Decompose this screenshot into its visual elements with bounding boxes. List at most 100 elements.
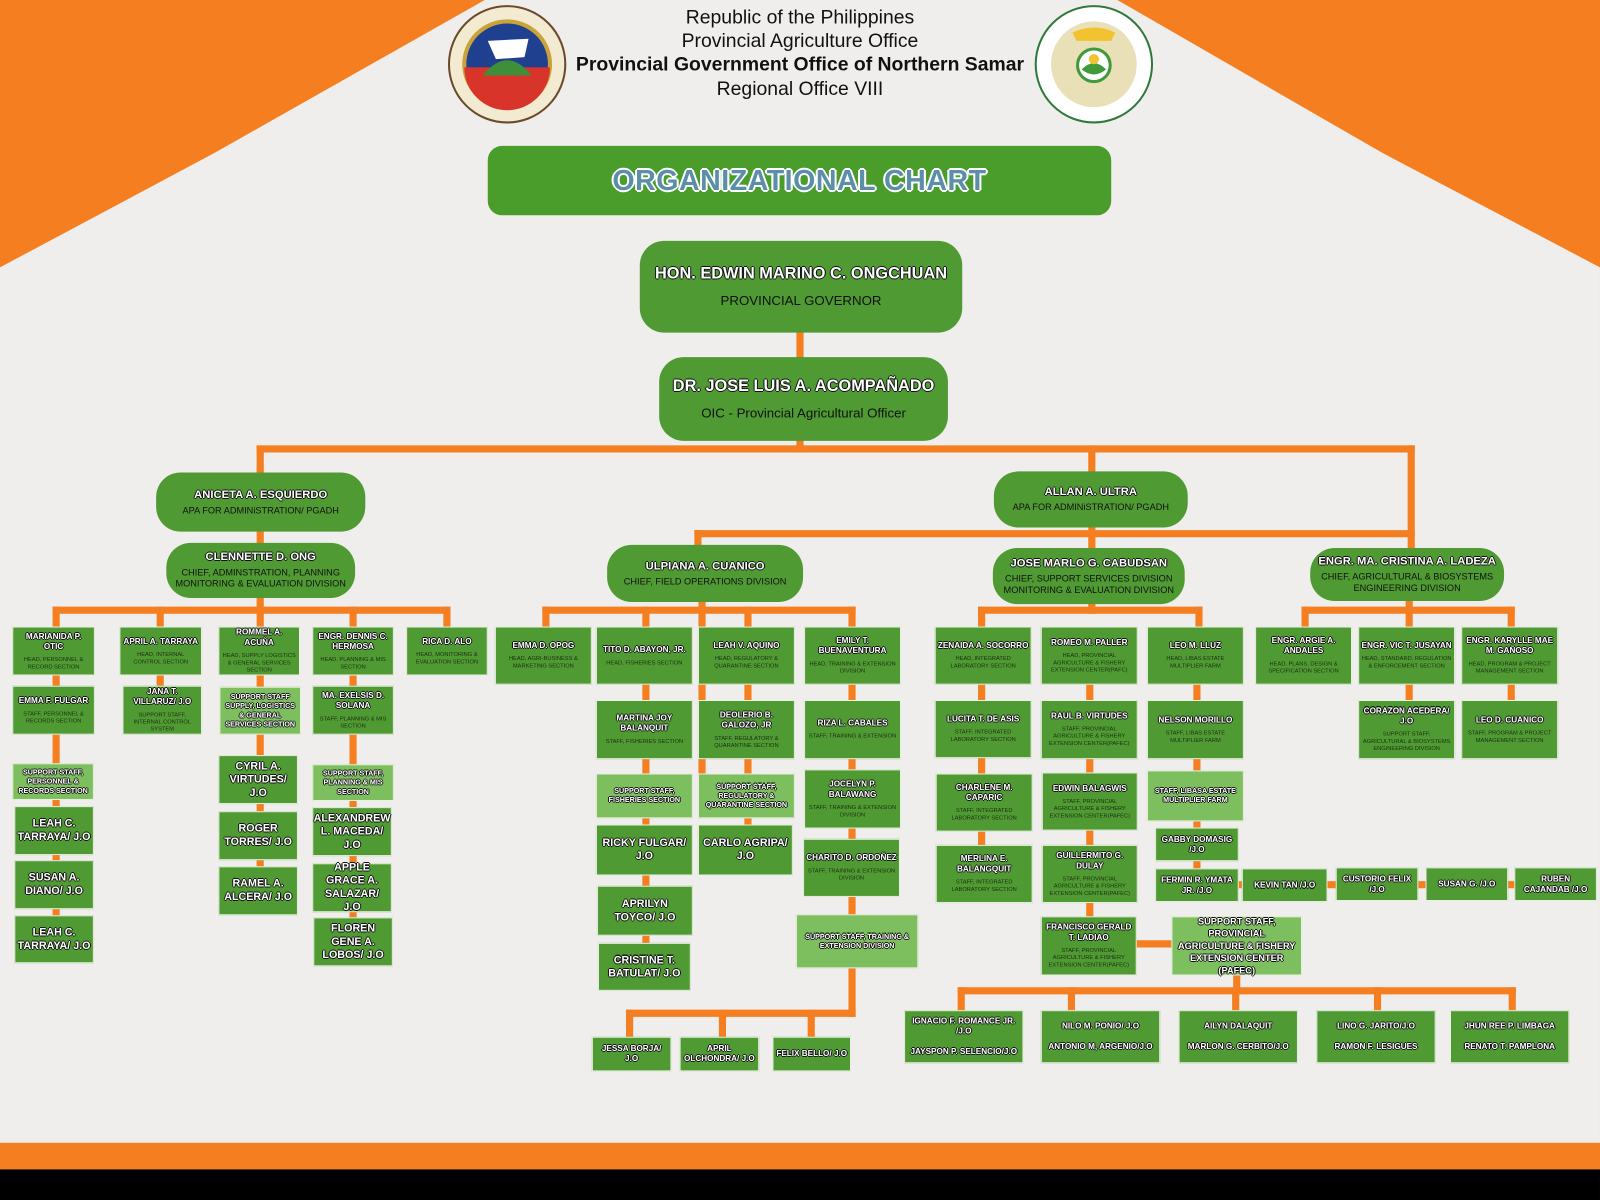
footer-black-band — [0, 1169, 1600, 1200]
person-name: LEO M. LLUZ — [1169, 640, 1222, 650]
header-office: Provincial Agriculture Office — [681, 30, 919, 53]
person-name: LEAH C. TARRAYA/ J.O — [17, 926, 91, 952]
person-name: EDWIN BALAGWIS — [1052, 783, 1127, 793]
position-title: HEAD, PERSONNEL & RECORD SECTION — [23, 656, 84, 670]
person-name: JOCELYN P. BALAWANG — [828, 779, 877, 799]
position-title: HEAD, PROGRAM & PROJECT MANAGEMENT SECTI… — [1468, 661, 1551, 675]
person-name: CARLO AGRIPA/ J.O — [703, 836, 788, 863]
person-name: ALEXANDREW L. MACEDA/ J.O — [313, 811, 391, 851]
header-provincial-government: Provincial Government Office of Northern… — [575, 54, 1025, 76]
position-title: PROVINCIAL GOVERNOR — [720, 292, 882, 309]
person-name: RICKY FULGAR/ J.O — [602, 836, 687, 863]
org-node-leah1: LEAH C. TARRAYA/ J.O — [14, 806, 94, 856]
person-name: NELSON MORILLO — [1158, 714, 1233, 724]
position-title: STAFF, PROGRAM & PROJECT MANAGEMENT SECT… — [1468, 730, 1552, 744]
org-node-marianida: MARIANIDA P. OTIC HEAD, PERSONNEL & RECOR… — [12, 626, 95, 676]
person-name: GUILLERMITO G. DULAY — [1056, 850, 1124, 870]
org-node-gabby: GABBY DOMASIG /J.O — [1155, 827, 1239, 862]
provincial-seal-logo — [447, 5, 567, 124]
person-name: GABBY DOMASIG /J.O — [1161, 834, 1233, 854]
person-name: TITO D. ABAYON, JR. — [603, 644, 686, 654]
position-title: HEAD, PROVINCIAL AGRICULTURE & FISHERY E… — [1050, 652, 1128, 673]
person-name: JAYSPON P. SELENCIO/J.O — [910, 1046, 1018, 1057]
org-node-tito: TITO D. ABAYON, JR.HEAD, FISHERIES SECTI… — [595, 626, 693, 685]
position-title: CHIEF, SUPPORT SERVICES DIVISION MONITOR… — [1003, 572, 1174, 595]
position-title: SUPPORT STAFF, AGRICULTURAL & BIOSYSTEMS… — [1362, 731, 1451, 753]
position-title: OIC - Provincial Agricultural Officer — [701, 405, 906, 421]
person-name: ZENAIDA A. SOCORRO — [937, 640, 1029, 650]
org-node-pair4: LINO G. JARITO/J.O RAMON F. LESIGUES — [1316, 1010, 1436, 1064]
person-name: IGNACIO F. ROMANCE JR. /J.O — [912, 1016, 1016, 1036]
person-name: RAMON F. LESIGUES — [1334, 1041, 1418, 1052]
person-name: LINO G. JARITO/J.O — [1337, 1021, 1415, 1031]
person-name: ROMEO M. PALLER — [1051, 637, 1128, 647]
person-name: FRANCISCO GERALD T. LADIAO — [1046, 922, 1132, 942]
org-node-sup-regulatory: SUPPORT STAFF, REGULATORY & QUARANTINE S… — [697, 773, 795, 819]
org-node-apple: APPLE GRACE A. SALAZAR/ J.O — [312, 861, 392, 914]
person-name: APPLE GRACE A. SALAZAR/ J.O — [324, 861, 380, 914]
org-node-sup-supply: SUPPORT STAFF SUPPLY, LOGISTICS & GENERA… — [219, 686, 302, 735]
org-node-kevin: KEVIN TAN /J.O — [1241, 868, 1328, 903]
person-name: RAUL B. VIRTUDES — [1051, 711, 1128, 721]
position-title: STAFF, INTEGRATED LABORATORY SECTION — [951, 808, 1017, 822]
person-name: SUPPORT STAFF, REGULATORY & QUARANTINE S… — [705, 783, 788, 809]
person-name: CHARLENE M. CAPARIC — [955, 782, 1013, 803]
person-name: MA. EXELSIS D. SOLANA — [321, 690, 385, 710]
header-republic: Republic of the Philippines — [685, 7, 915, 29]
person-name: CHARITO D. ORDOÑEZ — [806, 853, 897, 863]
org-node-alexandrew: ALEXANDREW L. MACEDA/ J.O — [312, 807, 392, 857]
person-name: SUPPORT STAFF, PERSONNEL & RECORDS SECTI… — [18, 768, 88, 795]
person-name: EMMA F. FULGAR — [18, 695, 89, 705]
person-name: NILO M. PONIO/ J.O — [1061, 1021, 1140, 1031]
org-node-sup-libasa: STAFF, LIBASA ESTATE MULTIPLIER FARM — [1146, 770, 1244, 822]
position-title: STAFF, REGULATORY & QUARANTINE SECTION — [714, 735, 779, 749]
person-name: CORAZON ACEDERA/ J.O — [1363, 706, 1450, 726]
org-node-jessa: JESSA BORJA/ J.O — [591, 1036, 672, 1072]
person-name: RICA D. ALO — [422, 636, 472, 646]
position-title: HEAD, STANDARD, REGULATION & ENFORCEMENT… — [1361, 656, 1452, 670]
position-title: STAFF, FISHERIES SECTION — [605, 738, 684, 745]
org-node-sup-personnel: SUPPORT STAFF, PERSONNEL & RECORDS SECTI… — [12, 763, 94, 800]
person-name: EMILY T. BUENAVENTURA — [818, 635, 887, 656]
position-title: HEAD, PLANS, DESIGN & SPECIFICATION SECT… — [1268, 661, 1339, 675]
person-name: SUSAN A. DIANO/ J.O — [25, 871, 83, 897]
position-title: APA FOR ADMINiSTRATION/ PGADH — [182, 504, 339, 515]
org-node-custorio: CUSTORIO FELIX /J.O — [1335, 867, 1419, 902]
position-title: STAFF, PLANNING & MIS SECTION — [319, 715, 387, 730]
org-node-sup-fisheries: SUPPORT STAFF, FISHERIES SECTION — [595, 773, 693, 819]
position-title: HEAD, AGRI-BUSINESS & MARKETING SECTION — [508, 656, 578, 670]
position-title: STAFF, PROVINCIAL AGRICULTURE & FISHERY … — [1048, 947, 1129, 969]
person-name: SUPPORT STAFF, TRAINING & EXTENSION DIVI… — [805, 933, 910, 950]
position-title: HEAD, REGULATORY & QUARANTINE SECTION — [714, 656, 779, 670]
person-name: ALLAN A. ULTRA — [1044, 485, 1137, 498]
org-node-leah2: LEAH C. TARRAYA/ J.O — [14, 915, 94, 964]
org-node-sup-pafec: SUPPORT STAFF, PROVINCIAL AGRICULTURE & … — [1171, 916, 1303, 976]
position-title: STAFF, INTEGRATED LABORATORY SECTION — [951, 879, 1017, 893]
org-node-raul: RAUL B. VIRTUDES STAFF, PROVINCIAL AGRICU… — [1040, 699, 1138, 760]
person-name: MARLON G. CERBITO/J.O — [1187, 1041, 1289, 1052]
person-name: RAMEL A. ALCERA/ J.O — [224, 877, 293, 904]
position-title: STAFF, PROVINCIAL AGRICULTURE & FISHERY … — [1049, 726, 1130, 747]
org-node-ramel: RAMEL A. ALCERA/ J.O — [218, 866, 298, 916]
position-title: CHIEF, FIELD OPERATIONS DIVISION — [623, 576, 787, 587]
person-name: MARIANIDA P. OTIC — [25, 631, 82, 651]
person-name: ENGR. KARYLLE MAE M. GAÑOSO — [1466, 635, 1554, 656]
footer-orange-band — [0, 1142, 1600, 1170]
